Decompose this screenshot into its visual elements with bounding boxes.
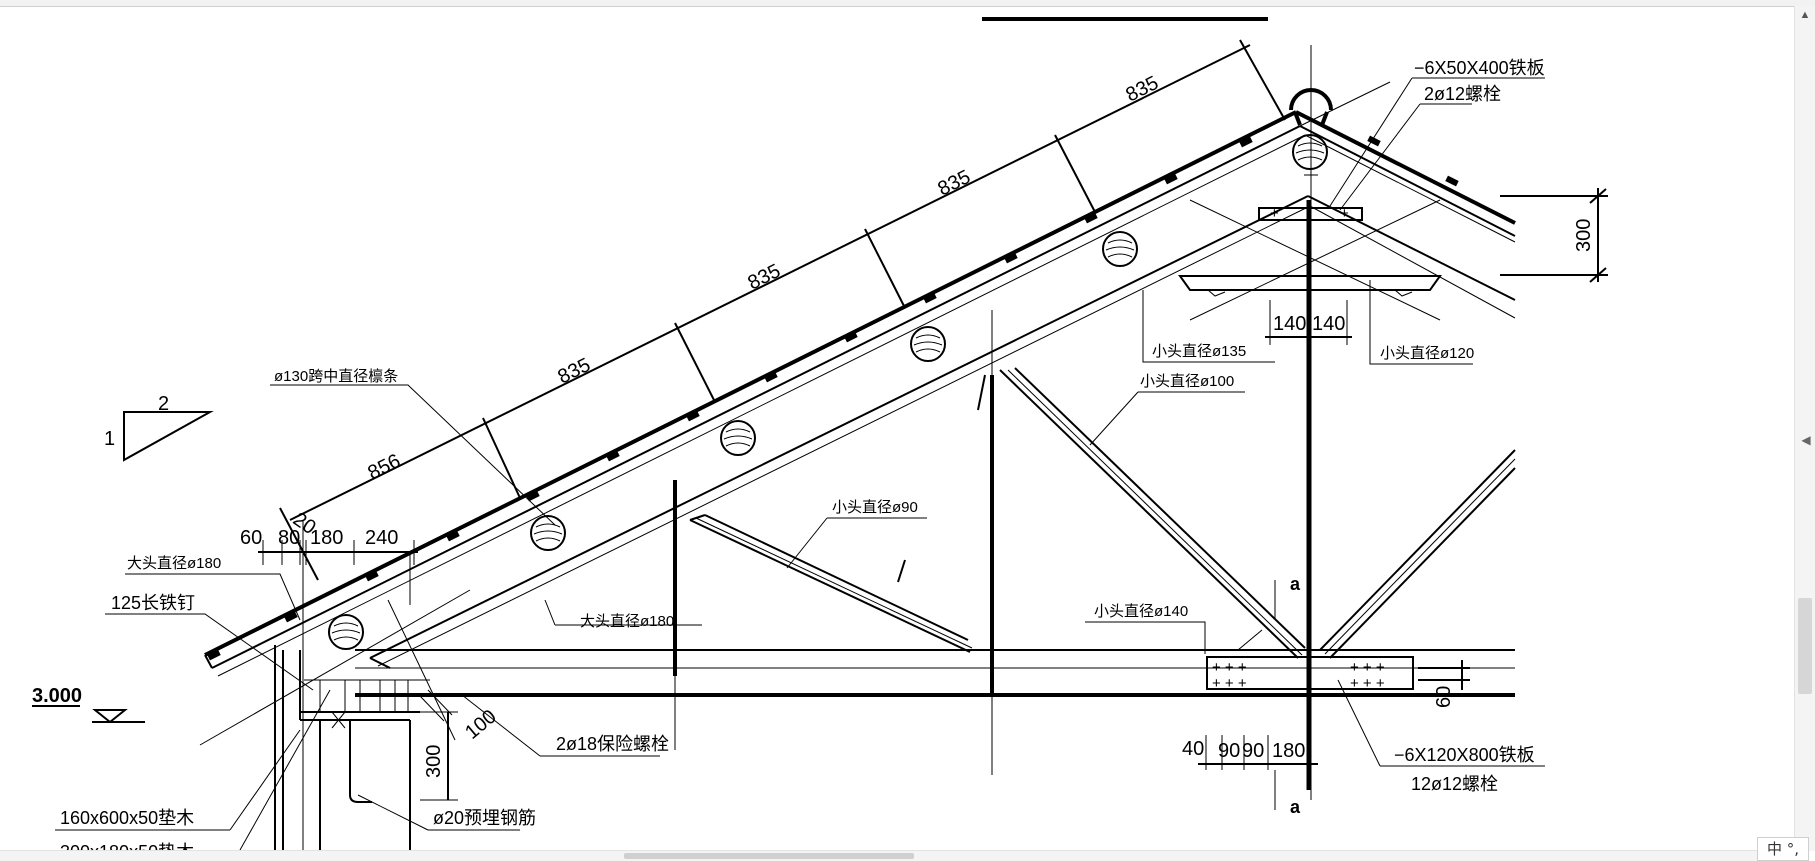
dim-joint-60: 60 xyxy=(1433,686,1455,708)
mark-break-2 xyxy=(897,559,906,583)
truss-drawing: + + + + + + + + + + + xyxy=(32,17,1608,851)
ridge-height-dim xyxy=(1500,188,1608,283)
eave-support xyxy=(199,520,471,851)
purlin-1 xyxy=(328,614,364,650)
svg-text:+ + +: + + + xyxy=(1350,675,1385,692)
slope-indicator xyxy=(123,411,214,462)
purlin-2 xyxy=(530,515,566,551)
purlin-ridge xyxy=(1292,134,1328,170)
slope-rise: 1 xyxy=(104,428,115,450)
dim-ridge-140-b: 140 xyxy=(1312,313,1345,335)
vertical-scroll-thumb[interactable] xyxy=(1798,598,1812,694)
label-anchor-bolts: 2ø18保险螺栓 xyxy=(556,734,669,754)
elevation-label: 3.000 xyxy=(32,685,82,707)
label-bolt-top: 2ø12螺栓 xyxy=(1424,84,1501,104)
horizontal-scrollbar[interactable] xyxy=(0,850,1795,861)
dim-eave-60: 60 xyxy=(240,527,262,549)
horizontal-scroll-thumb[interactable] xyxy=(624,853,914,859)
ridge-height-label: 300 xyxy=(1573,219,1595,252)
purlin-5 xyxy=(1102,231,1138,267)
dim-support-300: 300 xyxy=(423,745,445,778)
label-bolt-bottom: 12ø12螺栓 xyxy=(1411,774,1498,794)
label-small-dia-135: 小头直径ø135 xyxy=(1152,343,1246,360)
dim-eave-240: 240 xyxy=(365,527,398,549)
label-purlin: ø130跨中直径檩条 xyxy=(274,367,398,385)
leader-lines xyxy=(55,77,1545,831)
dim-bottom-180: 180 xyxy=(1272,740,1305,762)
vertical-scrollbar[interactable] xyxy=(1794,6,1815,851)
dim-rafter-4: 835 xyxy=(934,166,974,201)
label-rebar: ø20预埋钢筋 xyxy=(433,808,536,828)
joint-dim xyxy=(1418,660,1470,690)
svg-text:+: + xyxy=(1340,205,1349,222)
top-toolbar-strip xyxy=(0,0,1815,7)
svg-text:+ + +: + + + xyxy=(1212,659,1247,676)
label-big-dia-180-mid: 大头直径ø180 xyxy=(580,613,674,630)
purlin-3 xyxy=(720,420,756,456)
label-small-dia-90: 小头直径ø90 xyxy=(832,499,918,516)
elevation-mark xyxy=(32,705,145,724)
right-rafter xyxy=(1295,81,1516,319)
scroll-up-icon[interactable]: ▲ xyxy=(1799,9,1811,21)
dim-ridge-140-a: 140 xyxy=(1273,313,1306,335)
section-mark-bottom: a xyxy=(1290,797,1301,817)
dim-support-100: 100 xyxy=(461,706,501,744)
dim-rafter-5: 835 xyxy=(1122,72,1162,107)
rafter-dimension-line xyxy=(279,39,1286,581)
label-small-dia-100: 小头直径ø100 xyxy=(1140,373,1234,390)
label-small-dia-120: 小头直径ø120 xyxy=(1380,345,1474,362)
ridge-width-dim xyxy=(1265,300,1352,345)
dim-eave-80: 80 xyxy=(278,527,300,549)
label-plate-top: −6X50X400铁板 xyxy=(1414,58,1545,78)
dim-rafter-2: 835 xyxy=(554,354,594,389)
web-left xyxy=(689,514,973,653)
dim-eave-180: 180 xyxy=(310,527,343,549)
svg-text:+: + xyxy=(1270,205,1279,222)
label-pad-wood-2: 300x180x50垫木 xyxy=(60,842,194,851)
bottom-plate-dim xyxy=(1198,735,1318,770)
dim-bottom-40: 40 xyxy=(1182,738,1204,760)
label-big-dia-180-top: 大头直径ø180 xyxy=(127,555,221,572)
section-mark-top: a xyxy=(1290,574,1301,594)
tile-clips xyxy=(207,135,1459,661)
verticals xyxy=(673,310,994,775)
purlin-4 xyxy=(910,326,946,362)
king-post: + + xyxy=(1178,45,1442,800)
svg-text:+ + +: + + + xyxy=(1212,675,1247,692)
svg-text:+ + +: + + + xyxy=(1350,659,1385,676)
collapse-arrow-icon[interactable]: ◀ xyxy=(1801,433,1811,447)
label-small-dia-140: 小头直径ø140 xyxy=(1094,603,1188,620)
slope-run: 2 xyxy=(158,393,169,415)
dim-bottom-90b: 90 xyxy=(1242,740,1264,762)
ime-indicator[interactable]: 中 °, xyxy=(1757,837,1809,861)
label-plate-bottom: −6X120X800铁板 xyxy=(1394,745,1535,765)
purlins xyxy=(328,134,1328,650)
top-chord xyxy=(204,110,1311,677)
support-dim xyxy=(420,711,458,801)
dim-rafter-3: 835 xyxy=(744,260,784,295)
bottom-chord: + + + + + + + + + + + + xyxy=(355,649,1515,697)
label-pad-wood: 160x600x50垫木 xyxy=(60,808,194,828)
label-nail: 125长铁钉 xyxy=(111,593,195,613)
web-right xyxy=(999,367,1516,659)
dim-bottom-90a: 90 xyxy=(1218,740,1240,762)
eave-dimension-ticks xyxy=(258,540,418,605)
mark-break-1 xyxy=(977,374,986,411)
